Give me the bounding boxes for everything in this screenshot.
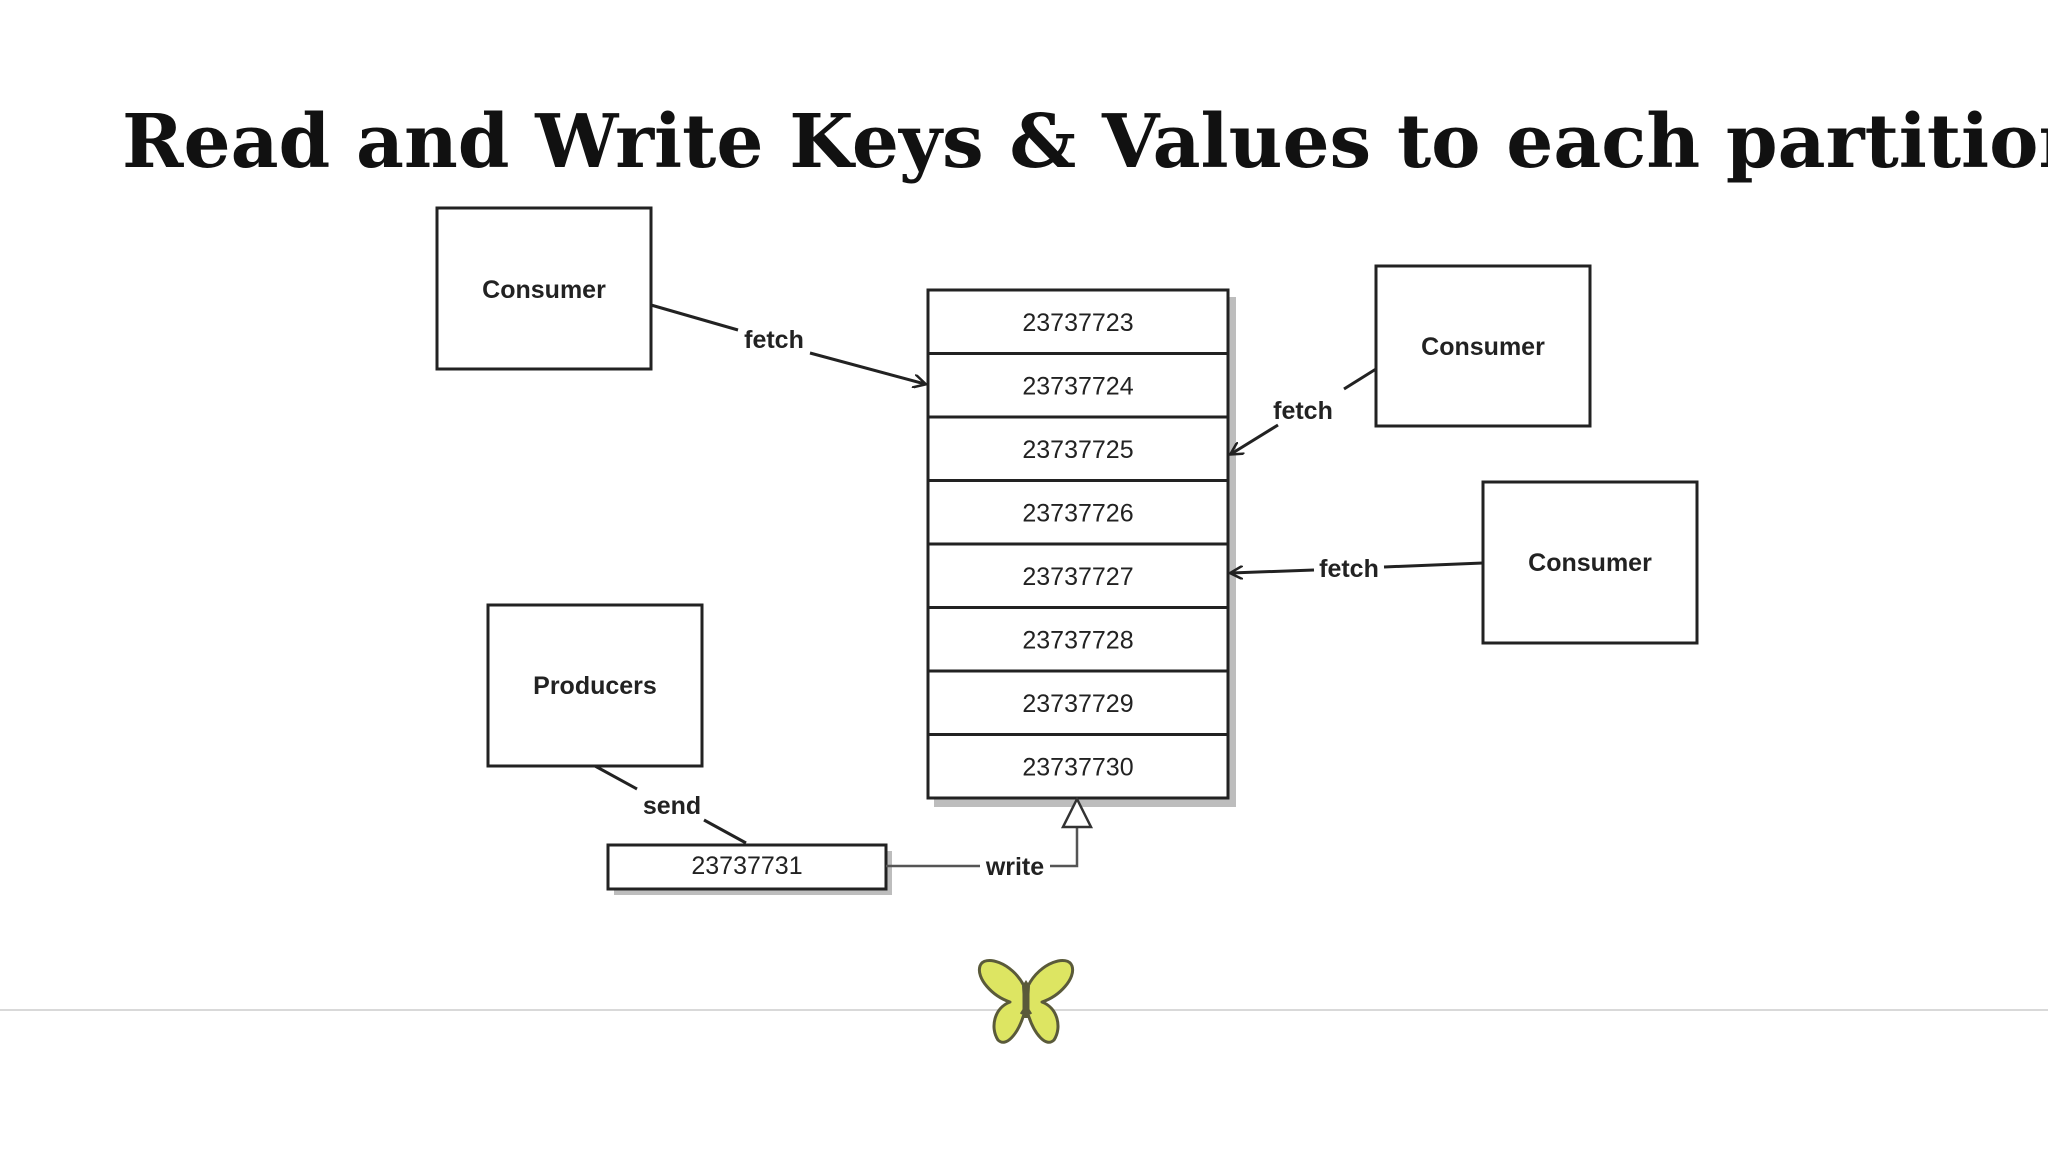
partition-offset-label: 23737728 [1022,626,1133,654]
send-label: send [643,792,701,820]
consumer-box-mid-right: Consumer [1481,480,1699,645]
fetch-edge-top-right-a [1343,367,1377,391]
send-edge-b [703,818,747,845]
partition-cell-frame [926,542,1230,609]
fetch-label-top-right: fetch [1273,397,1333,425]
partition-offset-label: 23737729 [1022,690,1133,718]
partition-cell: 23737724 [926,352,1230,419]
butterfly-icon [977,959,1075,1044]
fetch-label-mid-right: fetch [1319,555,1379,583]
write-arrowhead [1060,796,1094,829]
partition-offset-label: 23737726 [1022,499,1133,527]
partition-offset-label: 23737727 [1022,563,1133,591]
producers-box-frame [486,603,704,768]
fetch-edge-mid-right-a [1383,561,1484,569]
partition-offset-label: 23737730 [1022,753,1133,781]
partition-cell: 23737726 [926,479,1230,546]
consumer-box-left: Consumer [435,206,653,371]
partition-cell: 23737730 [926,733,1230,800]
new-message-offset: 23737731 [691,852,802,880]
consumer-box-left-frame [435,206,653,371]
partition-offset-label: 23737725 [1022,436,1133,464]
partition-cell: 23737728 [926,606,1230,673]
partition-cell: 23737723 [926,288,1230,355]
write-edge-b [1050,827,1079,868]
new-message: 23737731 [606,843,892,895]
fetch-edge-left-a [650,303,739,332]
consumer-left-label: Consumer [482,276,606,304]
partition-cell-frame [926,479,1230,546]
fetch-arrow-left [809,351,925,384]
slide-title: Read and Write Keys & Values to each par… [122,99,2048,185]
consumer-box-top-right-frame [1374,264,1592,428]
new-message-frame [606,843,888,891]
consumer-box-top-right: Consumer [1374,264,1592,428]
partition-log: 23737723 23737724 23737725 23737726 23737727… [926,288,1236,807]
consumer-top-right-label: Consumer [1421,333,1545,361]
partition-cell: 23737725 [926,415,1230,482]
partition-cell: 23737729 [926,669,1230,736]
producers-label: Producers [533,672,657,700]
partition-cell-frame [926,669,1230,736]
fetch-label-left: fetch [744,326,804,354]
partition-cell: 23737727 [926,542,1230,609]
send-edge-a [594,764,638,791]
write-label: write [985,853,1044,881]
partition-offset-label: 23737724 [1022,372,1133,400]
consumer-box-mid-right-frame [1481,480,1699,645]
fetch-arrow-top-right [1231,423,1279,454]
partition-cell-frame [926,733,1230,800]
partition-offset-label: 23737723 [1022,309,1133,337]
producers-box: Producers [486,603,704,768]
consumer-mid-right-label: Consumer [1528,549,1652,577]
fetch-arrow-mid-right [1231,570,1315,573]
